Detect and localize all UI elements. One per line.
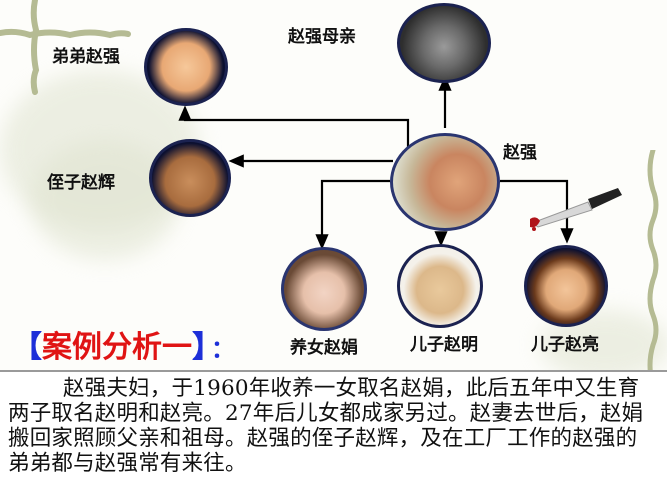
vine-decoration-right	[647, 150, 659, 388]
knife-icon	[530, 188, 622, 231]
vine-decoration-topleft	[0, 0, 131, 95]
son-ming-label: 儿子赵明	[410, 335, 478, 355]
heading-colon: ：	[211, 335, 235, 363]
heading-open-bracket: 【	[12, 330, 42, 365]
case-heading: 【案例分析一】：	[12, 322, 235, 366]
mother-label: 赵强母亲	[288, 27, 356, 47]
heading-text: 案例分析一	[42, 330, 192, 365]
zhao-qiang-portrait	[390, 133, 500, 231]
son-liang-avatar	[524, 245, 608, 327]
zhao-qiang-label: 赵强	[503, 143, 537, 163]
adopted-daughter-label: 养女赵娟	[290, 338, 358, 358]
case-description-box: 赵强夫妇，于1960年收养一女取名赵娟，此后五年中又生育两子取名赵明和赵亮。27…	[0, 370, 667, 500]
relationship-connectors	[178, 75, 574, 250]
mother-portrait	[397, 3, 491, 83]
heading-close-bracket: 】	[192, 330, 207, 365]
brother-avatar	[144, 28, 228, 106]
adopted-daughter-portrait	[281, 247, 367, 331]
case-description-text: 赵强夫妇，于1960年收养一女取名赵娟，此后五年中又生育两子取名赵明和赵亮。27…	[8, 376, 644, 476]
son-liang-label: 儿子赵亮	[531, 335, 599, 355]
brother-label: 弟弟赵强	[52, 47, 120, 67]
nephew-avatar	[149, 139, 231, 217]
son-ming-avatar	[397, 244, 483, 328]
nephew-label: 侄子赵辉	[47, 173, 115, 193]
